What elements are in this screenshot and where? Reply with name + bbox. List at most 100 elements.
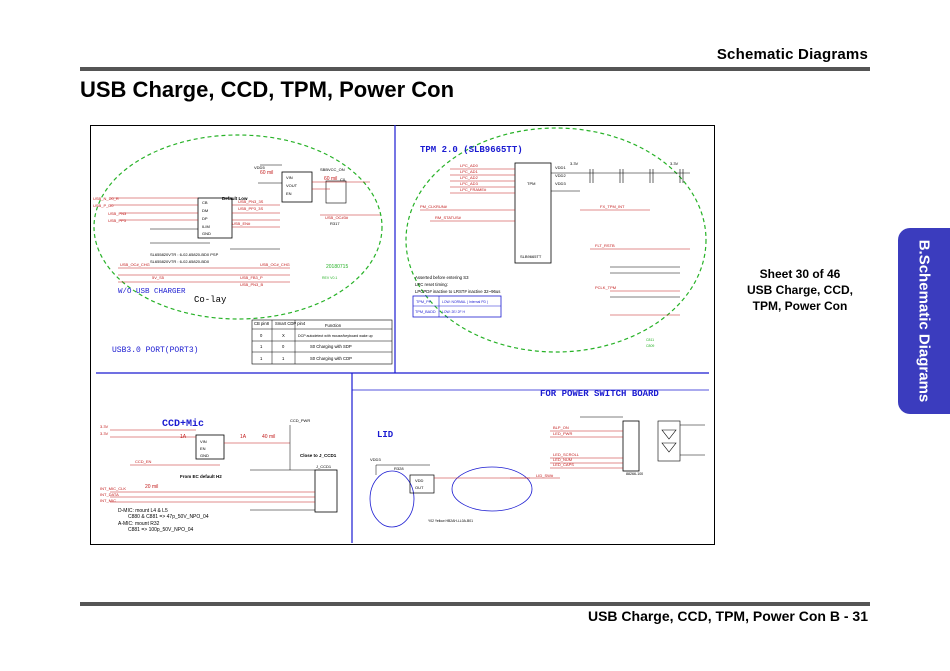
svg-text:LPC_AD3: LPC_AD3 <box>460 181 479 186</box>
svg-text:TPM_PP: TPM_PP <box>416 300 432 304</box>
svg-text:J_CCD1: J_CCD1 <box>316 464 332 469</box>
svg-text:FX_TPM_INT: FX_TPM_INT <box>600 204 625 209</box>
svg-text:1A: 1A <box>240 434 247 440</box>
sheet-desc-1: USB Charge, CCD, <box>746 283 853 297</box>
svg-text:REV V0.1: REV V0.1 <box>322 276 337 280</box>
svg-text:CCD_EN: CCD_EN <box>135 459 152 464</box>
header-rule <box>80 67 870 71</box>
svg-text:USB_OC#_CHG: USB_OC#_CHG <box>120 262 150 267</box>
svg-text:BLP_ON: BLP_ON <box>553 425 569 430</box>
svg-text:VDD3: VDD3 <box>370 457 381 462</box>
svg-text:VOUT: VOUT <box>286 183 298 188</box>
svg-text:5V_S5: 5V_S5 <box>152 275 165 280</box>
svg-text:LED_NUM: LED_NUM <box>553 457 572 462</box>
svg-text:LPC_AD1: LPC_AD1 <box>460 169 479 174</box>
svg-text:VDD5: VDD5 <box>254 165 265 170</box>
svg-text:VIN: VIN <box>200 439 207 444</box>
svg-text:D-MIC: mount L4 & L5: D-MIC: mount L4 & L5 <box>118 508 168 514</box>
svg-text:USB_PN3: USB_PN3 <box>108 211 127 216</box>
svg-text:ILIM: ILIM <box>202 224 210 229</box>
svg-text:VDD3: VDD3 <box>555 181 566 186</box>
charging-mode-table: CB pin8 Smart CDP pin4 Function 0 X DCP … <box>251 319 393 365</box>
svg-text:USB_PN3_B: USB_PN3_B <box>240 282 263 287</box>
svg-text:LED_SCROLL: LED_SCROLL <box>553 452 580 457</box>
svg-text:20180715: 20180715 <box>326 264 348 270</box>
side-tab-label: B.Schematic Diagrams <box>915 239 933 403</box>
sheet-number: Sheet 30 of 46 <box>759 267 841 281</box>
svg-text:X: X <box>282 333 285 338</box>
svg-text:1: 1 <box>260 356 263 361</box>
svg-text:Function: Function <box>325 323 342 328</box>
svg-text:CB: CB <box>202 200 208 205</box>
svg-text:USB_EN#: USB_EN# <box>232 221 251 226</box>
svg-text:LED_CAPS: LED_CAPS <box>553 462 574 467</box>
svg-text:LID_SW#: LID_SW# <box>536 473 554 478</box>
svg-text:SLB9665TT: SLB9665TT <box>520 254 542 259</box>
svg-text:20 mil: 20 mil <box>145 484 158 490</box>
svg-text:PM_CLKRUN#: PM_CLKRUN# <box>420 204 448 209</box>
svg-text:VIN: VIN <box>286 175 293 180</box>
svg-text:3.3V: 3.3V <box>570 161 579 166</box>
svg-text:C880 & C881 => 47p_50V_NPO_04: C880 & C881 => 47p_50V_NPO_04 <box>128 514 209 520</box>
svg-text:GND: GND <box>202 231 211 236</box>
svg-text:LED_PWR: LED_PWR <box>553 431 572 436</box>
svg-text:LID: LID <box>377 430 394 440</box>
svg-text:3.3V: 3.3V <box>670 161 679 166</box>
svg-text:VDD1: VDD1 <box>555 165 566 170</box>
svg-text:R328: R328 <box>394 466 404 471</box>
svg-text:LPC_AD2: LPC_AD2 <box>460 175 479 180</box>
svg-text:1: 1 <box>282 356 285 361</box>
svg-text:SL655820VTR : 6-02-65820-BD0: SL655820VTR : 6-02-65820-BD0 <box>150 259 210 264</box>
svg-text:USB_OC#3#: USB_OC#3# <box>325 215 349 220</box>
svg-text:1: 1 <box>260 344 263 349</box>
svg-text:CCD_PWR: CCD_PWR <box>290 418 310 423</box>
tpm-strap-table: TPM_PP TPM_BADD LOW: NORMAL ( Internal P… <box>412 295 502 318</box>
sheet-info: Sheet 30 of 46 USB Charge, CCD, TPM, Pow… <box>730 266 870 314</box>
svg-text:3.3V: 3.3V <box>100 424 109 429</box>
svg-text:LPC_AD0: LPC_AD0 <box>460 163 479 168</box>
svg-text:USB_PN3_3S: USB_PN3_3S <box>238 199 264 204</box>
svg-text:FOR POWER SWITCH BOARD: FOR POWER SWITCH BOARD <box>540 389 659 399</box>
svg-text:VDD: VDD <box>415 478 424 483</box>
svg-text:Close to J_CCD1: Close to J_CCD1 <box>300 453 337 458</box>
svg-text:USB_PP3_3S: USB_PP3_3S <box>238 206 263 211</box>
sheet-desc-2: TPM, Power Con <box>752 299 848 313</box>
svg-text:DM: DM <box>202 208 208 213</box>
svg-text:USB_P_D0: USB_P_D0 <box>93 203 114 208</box>
svg-text:USB_PP3: USB_PP3 <box>108 218 127 223</box>
svg-text:USB3.0 PORT(PORT3): USB3.0 PORT(PORT3) <box>112 346 198 355</box>
svg-text:C809: C809 <box>646 344 654 348</box>
svg-text:LOW: NORMAL ( Internal PD ): LOW: NORMAL ( Internal PD ) <box>442 300 488 304</box>
svg-text:Default Low: Default Low <box>222 196 248 201</box>
section-header: Schematic Diagrams <box>716 46 868 63</box>
svg-text:3.3V: 3.3V <box>100 431 109 436</box>
svg-text:0: 0 <box>260 333 263 338</box>
svg-text:LPCPD# inactive to LRST# inact: LPCPD# inactive to LRST# inactive 32~96u… <box>415 289 500 294</box>
svg-text:C881 => 100p_50V_NPO_04: C881 => 100p_50V_NPO_04 <box>128 527 194 533</box>
svg-text:60 mil: 60 mil <box>260 170 273 176</box>
svg-text:USB_N_D0_R: USB_N_D0_R <box>93 196 119 201</box>
svg-text:EN: EN <box>200 446 206 451</box>
svg-text:C811: C811 <box>646 338 654 342</box>
footer-rule <box>80 602 870 606</box>
side-tab: B.Schematic Diagrams <box>898 228 950 414</box>
svg-text:FLT_RSTB: FLT_RSTB <box>595 243 615 248</box>
svg-text:USB_FB3_P: USB_FB3_P <box>240 275 263 280</box>
svg-text:INT_MIC_CLK: INT_MIC_CLK <box>100 486 126 491</box>
svg-text:VDD2: VDD2 <box>555 173 566 178</box>
svg-text:INT_DATA: INT_DATA <box>100 492 119 497</box>
svg-text:40 mil: 40 mil <box>262 434 275 440</box>
svg-text:LPC_FRAME#: LPC_FRAME# <box>460 187 487 192</box>
page-title: USB Charge, CCD, TPM, Power Con <box>80 77 455 102</box>
svg-text:S0 Charging with SDP: S0 Charging with SDP <box>310 344 352 349</box>
svg-text:EN: EN <box>286 191 292 196</box>
svg-text:PCLK_TPM: PCLK_TPM <box>595 285 616 290</box>
svg-text:LOW: 2E/ 2F H: LOW: 2E/ 2F H <box>442 310 465 314</box>
svg-text:R317: R317 <box>330 221 340 226</box>
svg-text:INT_MIC: INT_MIC <box>100 498 116 503</box>
svg-text:TPM 2.0 (SLB9665TT): TPM 2.0 (SLB9665TT) <box>420 145 523 155</box>
